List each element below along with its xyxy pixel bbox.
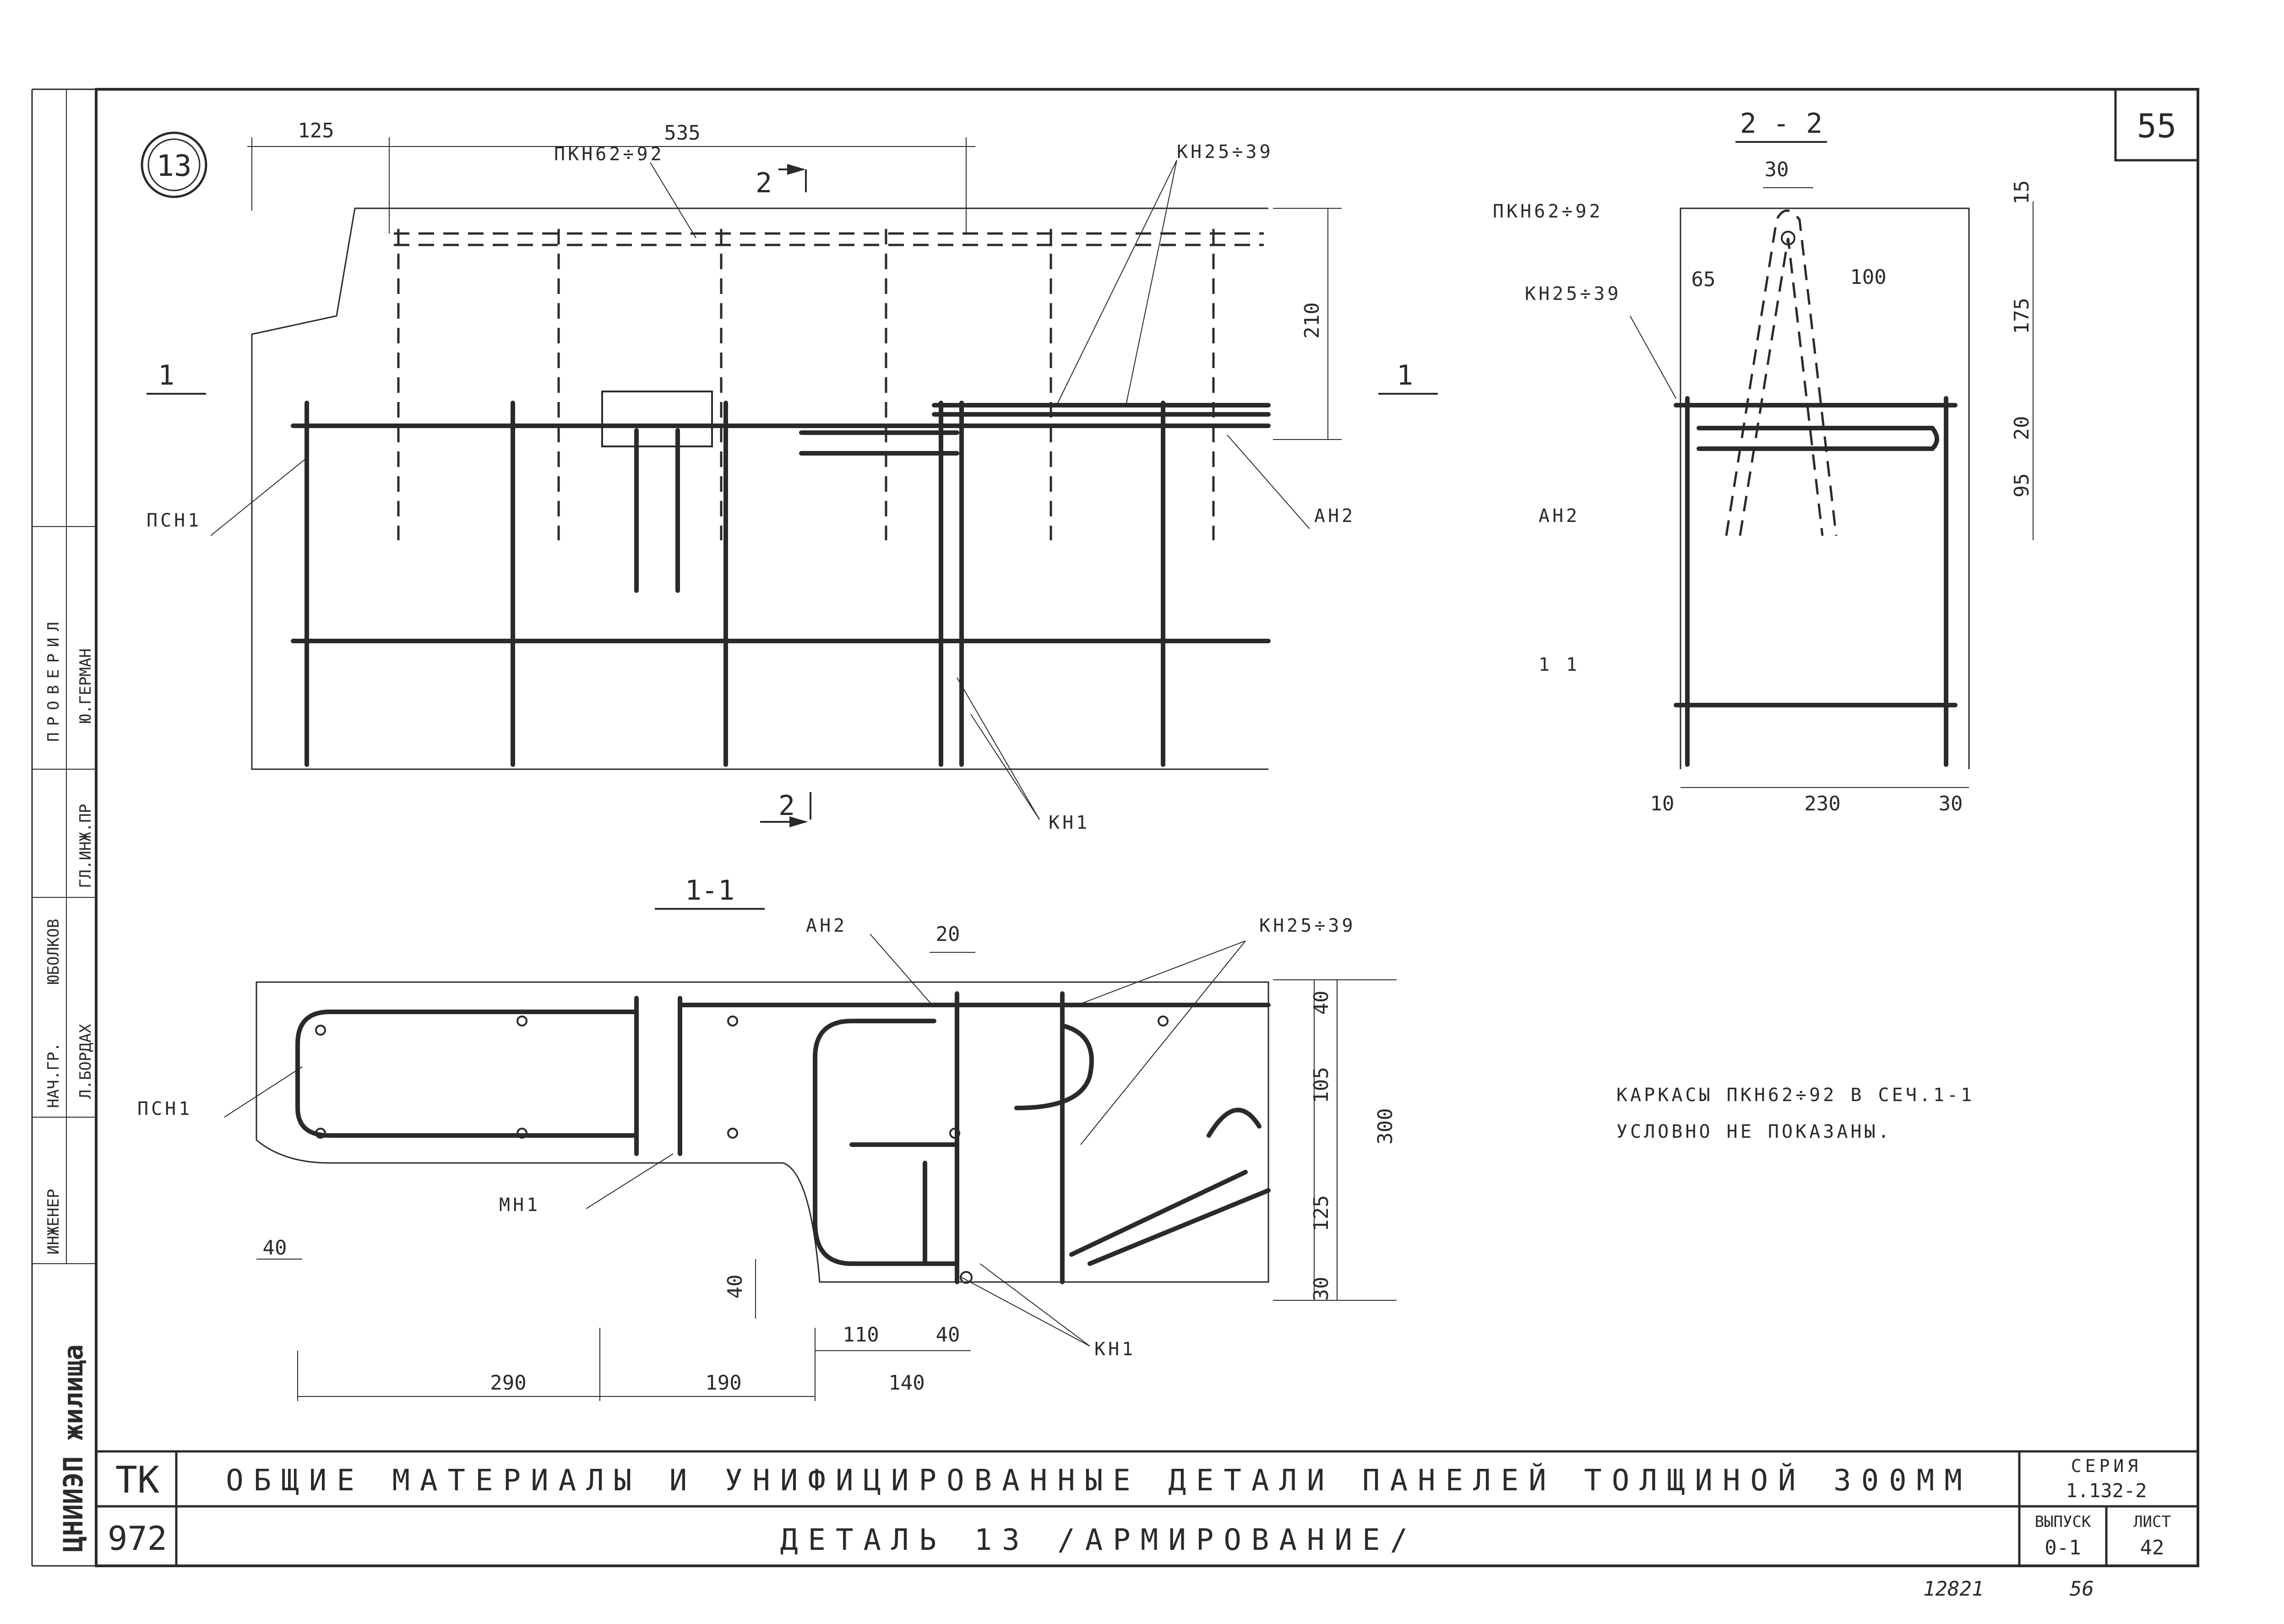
plan-section-mark-1a: 1 <box>158 359 174 391</box>
s22-dim-10: 10 <box>1650 792 1675 815</box>
margin-stamp: ЦНИИЭП жилища ИНЖЕНЕР НАЧ.ГР. ГЛ.ИНЖ.ПР … <box>44 615 95 1552</box>
section-11-outline <box>256 981 1269 1283</box>
sheet-frame <box>31 88 2199 1567</box>
plan-label-psn1: ПСН1 <box>147 510 201 531</box>
tb-series-value: 1.132-2 <box>2066 1479 2147 1502</box>
s22-dim-95: 95 <box>2010 473 2034 498</box>
section-22-title: 2 - 2 <box>1740 108 1823 140</box>
section-22-dims <box>1680 187 2034 788</box>
plan-leaders <box>210 160 1310 820</box>
section-11-frame-psn1 <box>295 991 1271 1284</box>
plan-label-kn1: КН1 <box>1049 812 1090 833</box>
stamp-name-3: Ю.ГЕРМАН <box>76 648 95 723</box>
s11-dim-300: 300 <box>1374 1108 1397 1144</box>
s11-label-kn1: КН1 <box>1094 1339 1136 1360</box>
s22-dim-30-bottom: 30 <box>1939 792 1963 815</box>
s11-label-mn1: МН1 <box>499 1195 540 1216</box>
plan-label-pkn: ПКН62÷92 <box>554 144 664 165</box>
s22-dim-100: 100 <box>1850 266 1886 289</box>
plan-section-mark-2b: 2 <box>778 790 795 822</box>
s11-dim-140: 140 <box>888 1371 924 1395</box>
stamp-name-2: Л.БОРДАХ <box>76 1024 95 1099</box>
note: КАРКАСЫ ПКН62÷92 В СЕЧ.1-1 УСЛОВНО НЕ ПО… <box>1616 1085 1974 1142</box>
s11-dim-125: 125 <box>1310 1195 1333 1231</box>
section-11-dims <box>256 952 1397 1401</box>
section-11-title: 1-1 <box>685 874 734 907</box>
section-11-leaders <box>224 934 1246 1347</box>
s11-label-psn1: ПСН1 <box>137 1098 192 1119</box>
note-line-2: УСЛОВНО НЕ ПОКАЗАНЫ. <box>1616 1121 1892 1142</box>
section-22-mesh <box>1674 396 1958 767</box>
bottom-code: 12821 <box>1923 1577 1984 1601</box>
s11-dim-105: 105 <box>1310 1067 1333 1103</box>
embedded-plate <box>601 391 713 447</box>
s11-dim-30: 30 <box>1310 1277 1333 1301</box>
s11-dim-40-mid: 40 <box>936 1323 960 1347</box>
section-22-dashed-cage <box>1725 209 1838 536</box>
plan-label-an2: АН2 <box>1314 505 1355 527</box>
plan-section-mark-1b: 1 <box>1397 359 1413 391</box>
stamp-role-head: НАЧ.ГР. <box>44 1043 63 1108</box>
stamp-checked: ПРОВЕРИЛ <box>44 615 63 742</box>
detail-number: 13 <box>156 149 191 183</box>
plan-section-marks <box>147 164 1438 827</box>
s22-label-11: 1 1 <box>1539 654 1580 675</box>
s22-dim-20: 20 <box>2010 416 2034 440</box>
s22-dim-65: 65 <box>1691 268 1716 291</box>
stamp-role-chief: ГЛ.ИНЖ.ПР <box>76 804 95 888</box>
s11-dim-290: 290 <box>490 1371 526 1395</box>
s11-dim-190: 190 <box>705 1371 741 1395</box>
page-number: 55 <box>2137 107 2177 145</box>
plan-dimensions <box>247 137 1342 440</box>
stamp-role-engineer: ИНЖЕНЕР <box>44 1189 63 1255</box>
section-22-outline <box>1680 207 1970 769</box>
plan-mesh-psn1 <box>291 401 1271 767</box>
stamp-name-1: ЮБОЛКОВ <box>44 919 63 984</box>
plan-dim-125: 125 <box>298 119 334 142</box>
s22-label-kn25: КН25÷39 <box>1525 283 1621 304</box>
s11-dim-40-left: 40 <box>263 1236 287 1260</box>
s22-dim-30-top: 30 <box>1765 158 1789 181</box>
s11-label-an2: АН2 <box>806 915 847 936</box>
s11-label-kn25: КН25÷39 <box>1259 915 1356 936</box>
bottom-page: 56 <box>2070 1577 2094 1601</box>
tb-title-line-1: ОБЩИЕ МАТЕРИАЛЫ И УНИФИЦИРОВАННЫЕ ДЕТАЛИ… <box>226 1463 1972 1498</box>
page-number-box <box>2114 88 2199 162</box>
s11-dim-40-right: 40 <box>1310 991 1333 1015</box>
tb-issue-label: ВЫПУСК <box>2035 1513 2091 1531</box>
section-1-1: 1-1 <box>137 874 1397 1401</box>
plan-panel-outline <box>251 207 1268 770</box>
plan-dashed-cages <box>394 229 1264 540</box>
tb-series-label: СЕРИЯ <box>2071 1456 2142 1476</box>
s11-dim-20: 20 <box>936 923 960 946</box>
tb-code-top: ТК <box>115 1459 159 1501</box>
title-block: ТК 972 ОБЩИЕ МАТЕРИАЛЫ И УНИФИЦИРОВАННЫЕ… <box>96 1450 2198 1566</box>
plan-view: 13 <box>141 119 1438 833</box>
s22-dim-15: 15 <box>2010 180 2034 205</box>
s11-dim-40-bottom: 40 <box>723 1275 747 1299</box>
s11-dim-110: 110 <box>843 1323 879 1347</box>
s22-dim-230: 230 <box>1804 792 1840 815</box>
stamp-organization: ЦНИИЭП жилища <box>58 1344 89 1552</box>
section-11-dots <box>315 1016 1169 1284</box>
detail-marker-circle <box>141 131 207 198</box>
tb-code-bottom: 972 <box>108 1519 167 1558</box>
plan-section-mark-2a: 2 <box>756 167 772 199</box>
s22-dim-175: 175 <box>2010 298 2034 334</box>
plan-dim-535: 535 <box>664 121 700 145</box>
plan-label-kn25: КН25÷39 <box>1177 141 1273 163</box>
plan-dim-210: 210 <box>1300 302 1324 338</box>
section-2-2: 2 - 2 30 65 100 15 175 20 95 10 230 30 <box>1493 108 2034 815</box>
tb-issue-value: 0-1 <box>2045 1536 2081 1559</box>
tb-sheet-value: 42 <box>2140 1536 2164 1559</box>
tb-sheet-label: ЛИСТ <box>2133 1513 2171 1531</box>
note-line-1: КАРКАСЫ ПКН62÷92 В СЕЧ.1-1 <box>1616 1085 1974 1106</box>
tb-title-line-2: ДЕТАЛЬ 13 /АРМИРОВАНИЕ/ <box>780 1523 1418 1557</box>
s22-label-pkn: ПКН62÷92 <box>1493 201 1603 222</box>
s22-label-an2: АН2 <box>1539 505 1580 527</box>
